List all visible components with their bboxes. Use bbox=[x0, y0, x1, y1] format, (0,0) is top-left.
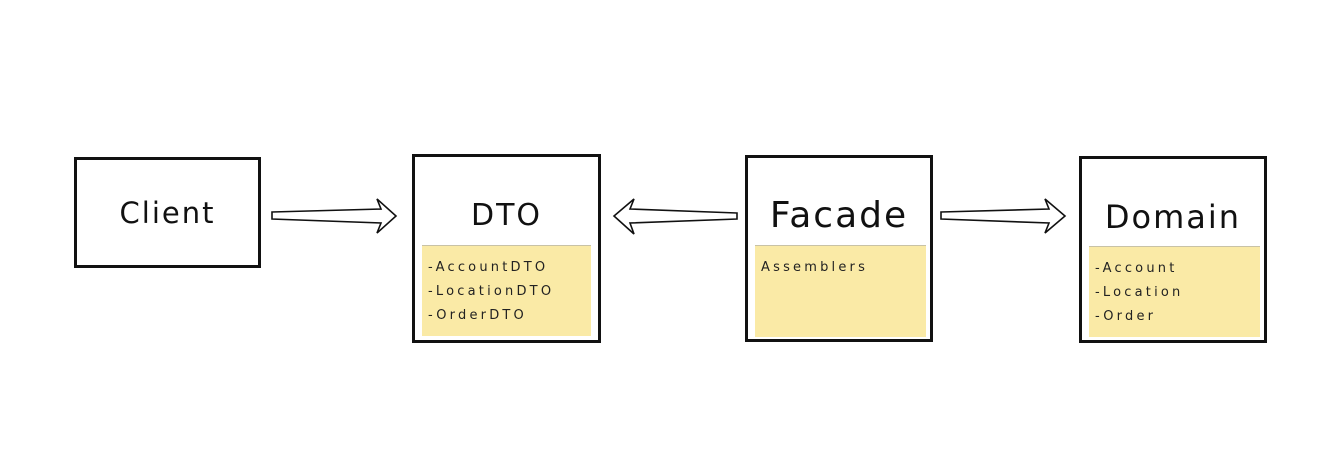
arrow-facade-to-domain bbox=[940, 198, 1067, 234]
facade-item: Assemblers bbox=[761, 260, 869, 275]
facade-items-panel: Assemblers bbox=[755, 245, 926, 337]
domain-item: -Account bbox=[1095, 261, 1178, 276]
dto-box: DTO -AccountDTO -LocationDTO -OrderDTO bbox=[412, 154, 601, 343]
client-box: Client bbox=[74, 157, 261, 268]
domain-title: Domain bbox=[1104, 198, 1242, 236]
domain-items-panel: -Account -Location -Order bbox=[1089, 246, 1260, 337]
dto-items-panel: -AccountDTO -LocationDTO -OrderDTO bbox=[422, 245, 591, 336]
arrow-client-to-dto bbox=[271, 198, 398, 234]
client-title: Client bbox=[119, 196, 216, 230]
domain-item: -Order bbox=[1095, 309, 1157, 324]
dto-item: -LocationDTO bbox=[428, 284, 555, 299]
dto-item: -AccountDTO bbox=[428, 260, 549, 275]
arrow-facade-to-dto bbox=[612, 198, 738, 235]
facade-box: Facade Assemblers bbox=[745, 155, 933, 342]
facade-title: Facade bbox=[769, 195, 909, 236]
domain-item: -Location bbox=[1095, 285, 1184, 300]
domain-box: Domain -Account -Location -Order bbox=[1079, 156, 1267, 343]
dto-title: DTO bbox=[470, 198, 543, 233]
dto-item: -OrderDTO bbox=[428, 308, 527, 323]
